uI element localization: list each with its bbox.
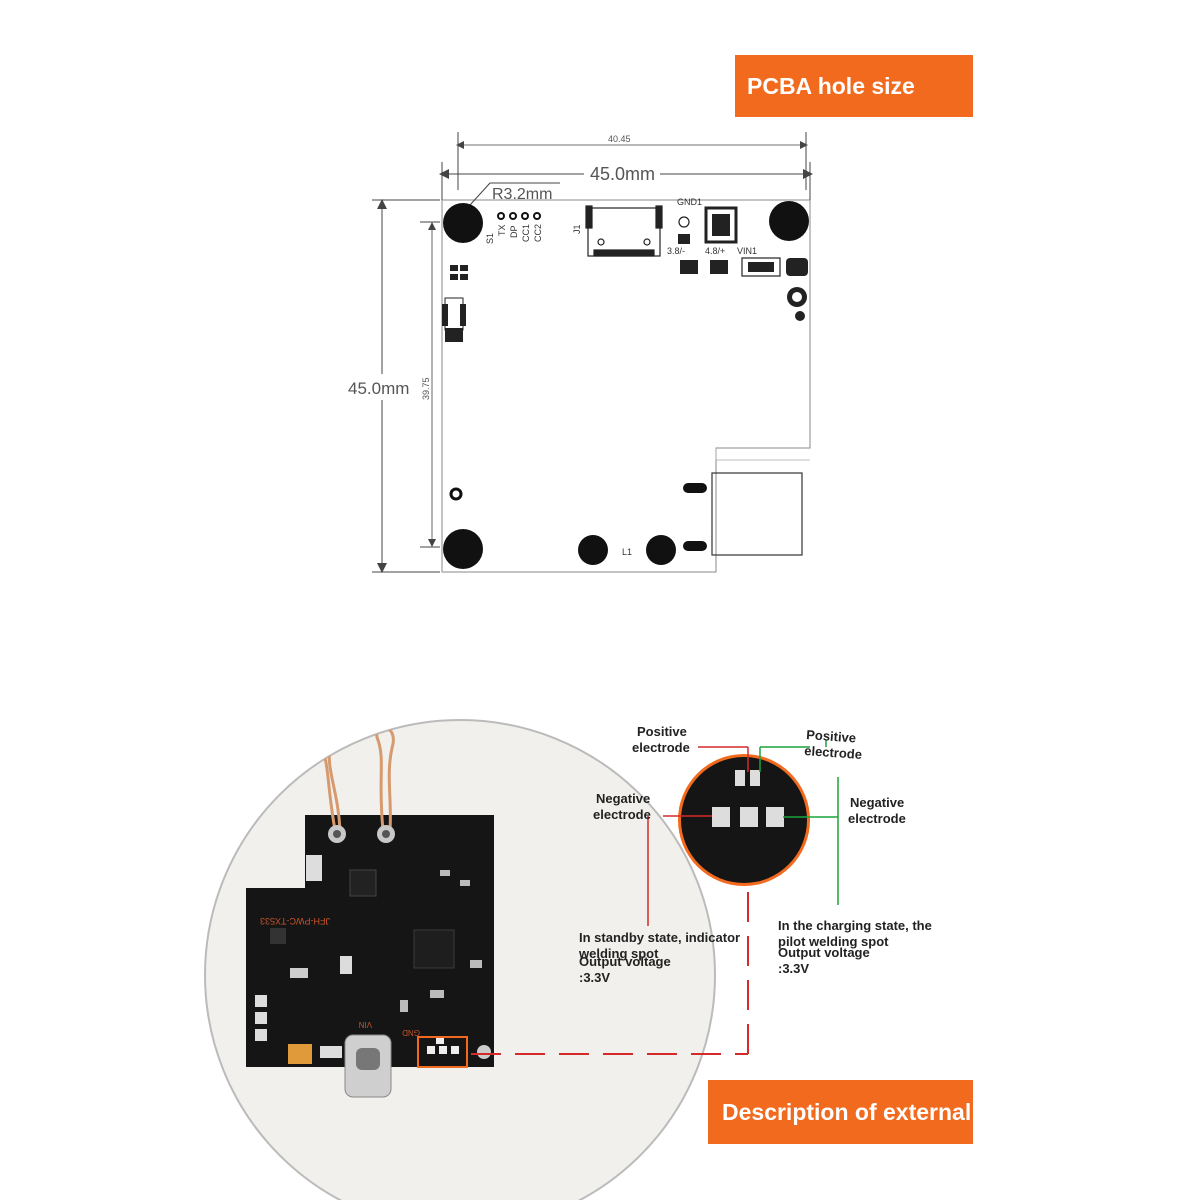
usb-c-footprint — [585, 205, 663, 257]
silk-l1: L1 — [622, 547, 632, 557]
pcba-hole-size-banner: PCBA hole size — [735, 55, 973, 117]
standby-note-line4: :3.3V — [579, 970, 610, 985]
outer-width-label: 45.0mm — [590, 164, 655, 184]
negative-right-line2: electrode — [848, 811, 906, 826]
via-small — [449, 487, 463, 501]
negative-left-line2: electrode — [593, 807, 651, 822]
silk-gnd1: GND1 — [677, 197, 702, 207]
silk-plus: 4.8/+ — [705, 246, 725, 256]
board-model-label: JFH-PWC-TX533 — [260, 916, 330, 926]
left-components — [442, 265, 468, 342]
silk-tx: TX — [497, 224, 507, 236]
board-vin-label: VIN — [358, 1020, 372, 1029]
coil-pad-left — [578, 535, 608, 565]
mount-hole-top-left — [443, 203, 483, 243]
standby-note-line1: In standby state, indicator — [579, 930, 740, 945]
standby-note-line3: Output voltage — [579, 954, 671, 969]
silk-cc1: CC1 — [521, 224, 531, 242]
bottom-connector — [683, 472, 803, 556]
inner-height-label: 39.75 — [421, 377, 431, 400]
silk-vin1: VIN1 — [737, 246, 757, 256]
positive-right-line1: Positive — [806, 727, 857, 745]
inner-width-label: 40.45 — [608, 134, 631, 144]
external-indicators-banner: Description of external indicators — [708, 1080, 1088, 1144]
negative-left-line1: Negative — [596, 791, 650, 806]
silk-dp: DP — [509, 225, 519, 238]
charging-note-line2: pilot welding spot — [778, 934, 889, 949]
board-gnd-label: GND — [402, 1028, 420, 1037]
radius-label: R3.2mm — [492, 186, 552, 203]
silk-j1: J1 — [572, 224, 582, 234]
silk-s1: S1 — [485, 233, 495, 244]
charging-note-line1: In the charging state, the — [778, 918, 932, 933]
positive-left-line1: Positive — [637, 724, 687, 739]
board-photo: JFH-PWC-TX533 VIN GND — [204, 719, 716, 1200]
pin-header — [497, 212, 541, 220]
negative-right-line1: Negative — [850, 795, 904, 810]
mount-hole-top-right — [769, 201, 809, 241]
positive-left-line2: electrode — [632, 740, 690, 755]
silk-cc2: CC2 — [533, 224, 543, 242]
indicator-zoom — [678, 754, 810, 886]
standby-note-line2: welding spot — [578, 946, 659, 961]
charging-leader — [759, 740, 839, 905]
outer-height-label: 45.0mm — [348, 379, 409, 398]
standby-leader — [471, 746, 749, 1055]
charging-note-line3: Output voltage — [778, 945, 870, 960]
coil-pad-right — [646, 535, 676, 565]
positive-right-line2: electrode — [804, 743, 863, 762]
mount-hole-bottom-left — [443, 529, 483, 569]
mounting-holes — [443, 201, 809, 569]
silk-minus: 3.8/- — [667, 246, 685, 256]
charging-note-line4: :3.3V — [778, 961, 809, 976]
